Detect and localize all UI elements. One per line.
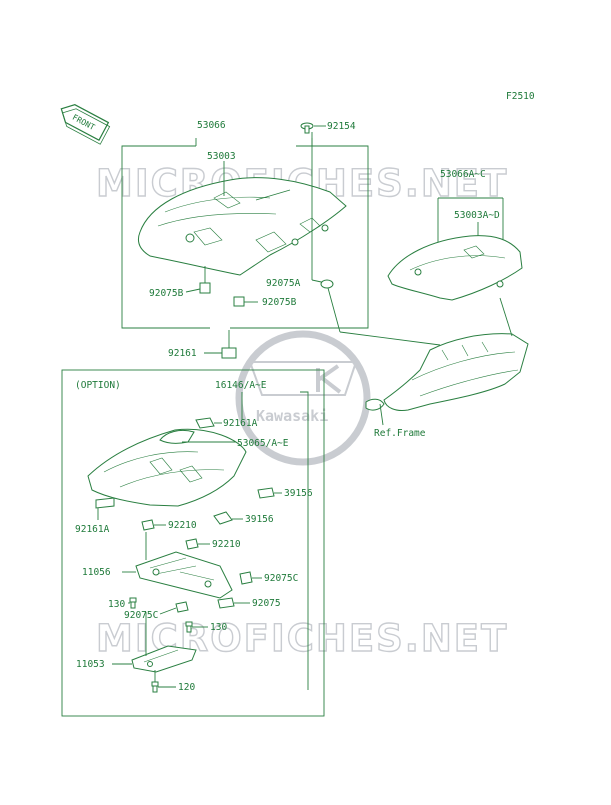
label-92154: 92154 bbox=[327, 121, 356, 132]
label-53066a-c: 53066A~C bbox=[440, 169, 486, 180]
label-92210-1: 92210 bbox=[168, 520, 197, 531]
clip-92210-a-icon bbox=[141, 519, 155, 531]
figure-code: F2510 bbox=[506, 91, 535, 102]
pad-39156-a-icon bbox=[257, 487, 275, 499]
pad-92161a-left-icon bbox=[95, 497, 115, 509]
label-39156-1: 39156 bbox=[284, 488, 313, 499]
bracket-11056-icon bbox=[135, 551, 233, 599]
label-120: 120 bbox=[178, 682, 195, 693]
label-92161a-1: 92161A bbox=[223, 418, 258, 429]
bolt-92154-icon bbox=[300, 122, 314, 134]
pad-92161a-top-icon bbox=[195, 417, 215, 429]
label-92075a: 92075A bbox=[266, 278, 301, 289]
bolt-130-a-icon bbox=[129, 597, 137, 609]
ref-frame-icon bbox=[365, 333, 529, 411]
damper-92075a-icon bbox=[320, 279, 334, 289]
option-heading: (OPTION) bbox=[75, 380, 121, 391]
label-53003: 53003 bbox=[207, 151, 236, 162]
label-92075: 92075 bbox=[252, 598, 281, 609]
pad-39156-b-icon bbox=[213, 511, 233, 525]
damper-92075b-left-icon bbox=[199, 282, 211, 294]
seat-cowl-53065-icon bbox=[87, 428, 247, 507]
label-53065: 53065/A~E bbox=[237, 438, 289, 449]
label-92075c-2: 92075C bbox=[124, 610, 158, 621]
label-39156-2: 39156 bbox=[245, 514, 274, 525]
label-92075c-1: 92075C bbox=[264, 573, 298, 584]
watermark-logo: Kawasaki bbox=[235, 330, 371, 466]
clip-92210-b-icon bbox=[185, 538, 199, 550]
seat-53066 bbox=[137, 177, 347, 276]
label-53003a-d: 53003A~D bbox=[454, 210, 500, 221]
label-16146: 16146/A~E bbox=[215, 380, 267, 391]
label-11053: 11053 bbox=[76, 659, 105, 670]
bracket-11053-icon bbox=[131, 645, 197, 673]
label-92161: 92161 bbox=[168, 348, 197, 359]
label-92075b-1: 92075B bbox=[149, 288, 184, 299]
label-130-1: 130 bbox=[108, 599, 125, 610]
watermark-logo-text: Kawasaki bbox=[256, 407, 328, 425]
bolt-120-icon bbox=[151, 681, 159, 693]
seat-cover-53066a-icon bbox=[387, 235, 523, 301]
label-11056: 11056 bbox=[82, 567, 111, 578]
option-box bbox=[61, 369, 325, 717]
damper-92075b-right-icon bbox=[233, 296, 245, 307]
upper-bracket bbox=[121, 145, 210, 329]
label-130-2: 130 bbox=[210, 622, 227, 633]
damper-92075c-right-icon bbox=[239, 571, 253, 585]
pad-92161-icon bbox=[221, 347, 237, 359]
label-92075b-2: 92075B bbox=[262, 297, 297, 308]
damper-92075c-left-icon bbox=[175, 601, 189, 613]
ref-frame-label: Ref.Frame bbox=[374, 428, 426, 439]
label-53066: 53066 bbox=[197, 120, 226, 131]
bolt-130-b-icon bbox=[185, 621, 193, 633]
label-92210-2: 92210 bbox=[212, 539, 241, 550]
label-92161a-2: 92161A bbox=[75, 524, 110, 535]
front-arrow-icon: FRONT bbox=[60, 104, 111, 145]
pad-92075-icon bbox=[217, 597, 235, 609]
